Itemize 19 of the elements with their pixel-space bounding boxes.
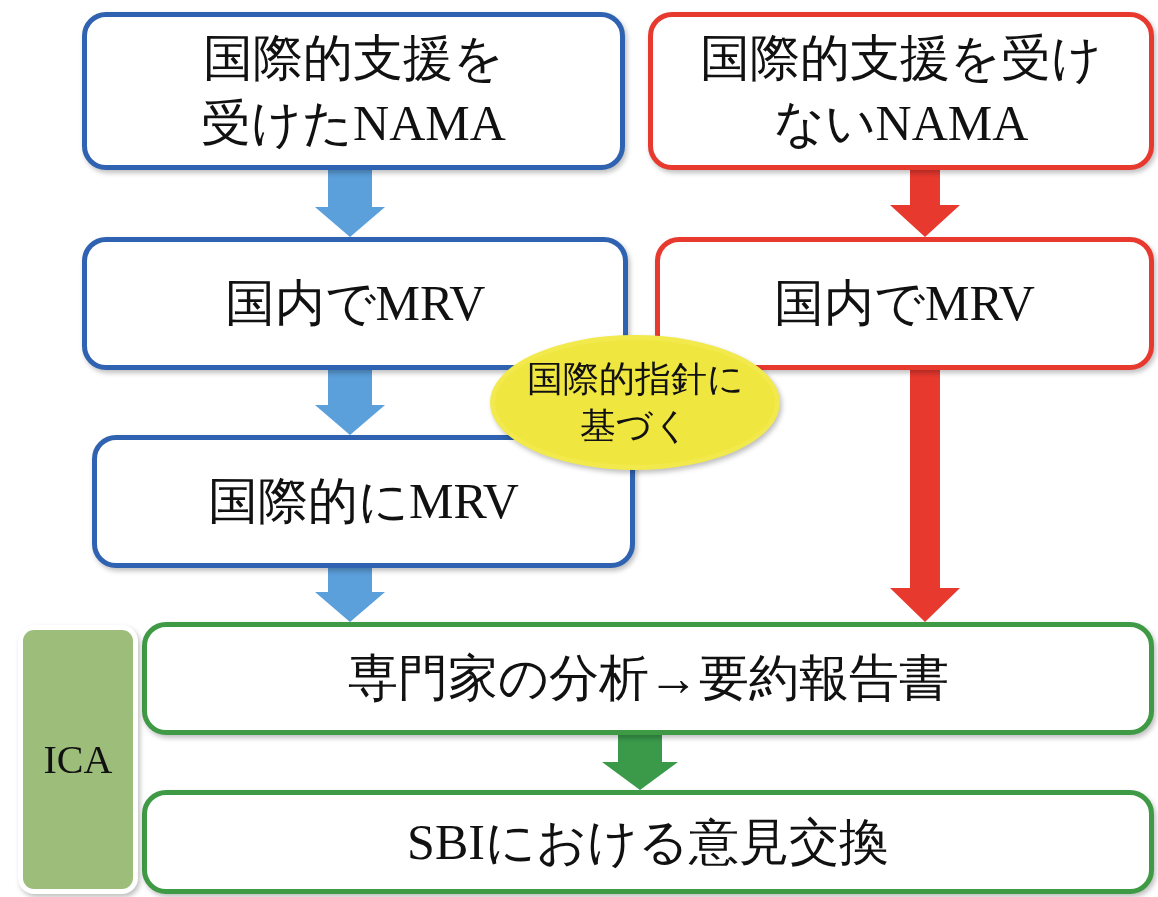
- block-arrow: [890, 370, 960, 622]
- node-text: 国際的にMRV: [208, 472, 519, 531]
- block-arrow: [315, 170, 385, 237]
- node-text: 国内でMRV: [224, 274, 486, 333]
- node-text: 国際的支援を受けないNAMA: [699, 29, 1103, 153]
- block-arrow: [315, 568, 385, 622]
- node-text: 国際的指針に基づく: [525, 357, 745, 448]
- node-text: ICA: [43, 735, 113, 784]
- node-text: 専門家の分析→要約報告書: [347, 649, 949, 708]
- block-arrow: [315, 370, 385, 435]
- node-text: 国際的支援を受けたNAMA: [200, 29, 507, 153]
- process-box: [82, 12, 625, 170]
- node-text: 国内でMRV: [774, 274, 1035, 333]
- process-box: [142, 622, 1154, 735]
- node-text: SBIにおける意見交換: [407, 812, 889, 872]
- process-box: [648, 12, 1154, 170]
- block-arrow: [890, 170, 960, 237]
- process-box: [142, 790, 1154, 894]
- block-arrow: [602, 735, 678, 790]
